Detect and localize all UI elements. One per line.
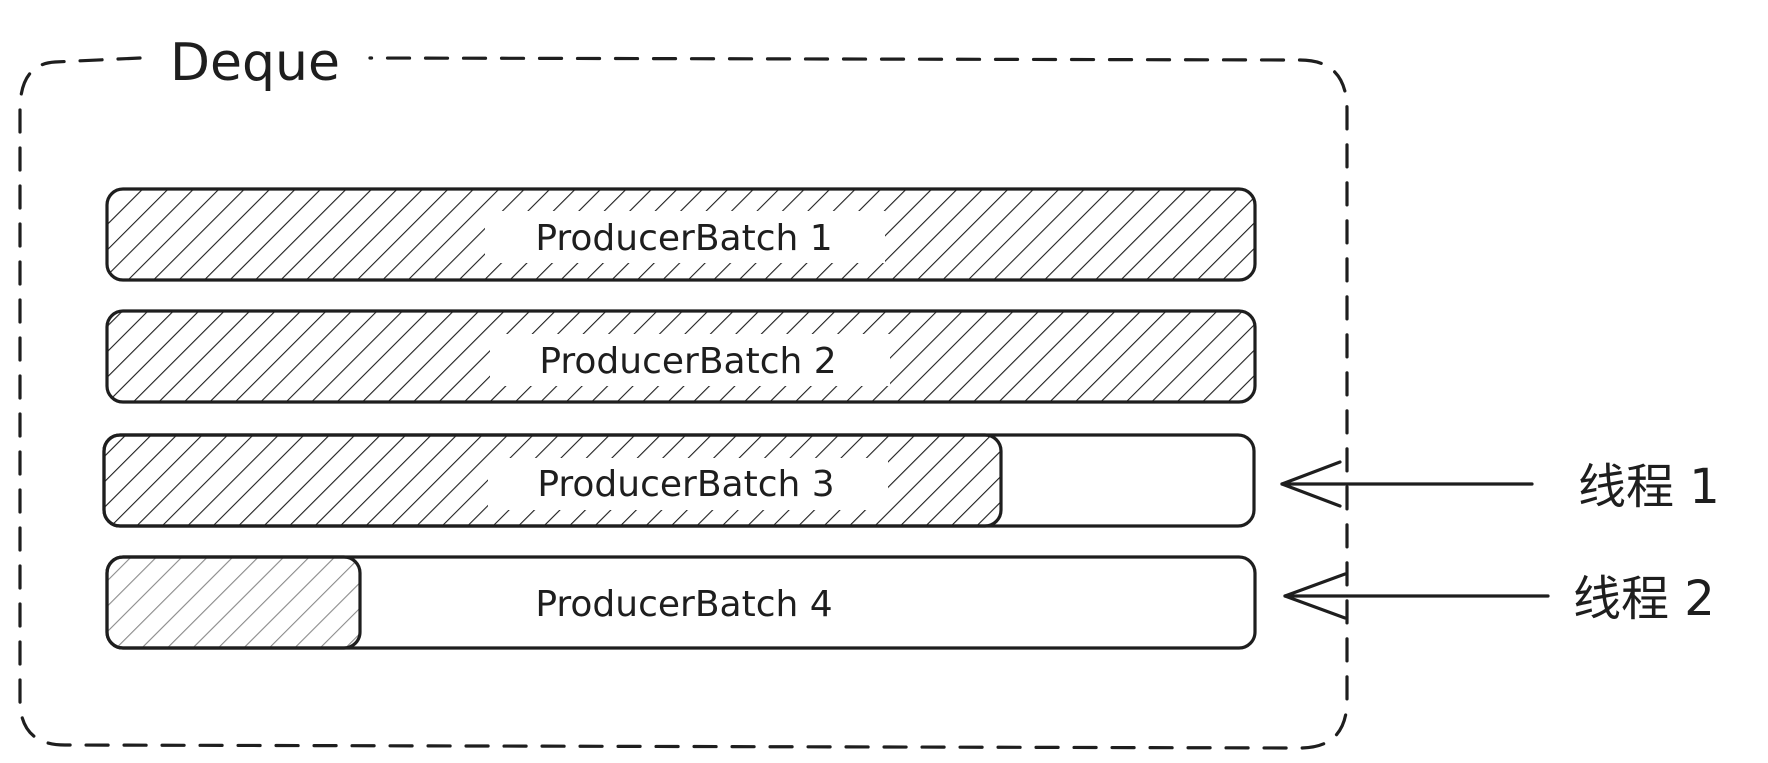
batch-4-fill — [107, 557, 360, 648]
producer-batch-1: ProducerBatch 1 — [105, 187, 1257, 282]
batch-1-label: ProducerBatch 1 — [535, 218, 832, 259]
batch-3-outline — [102, 433, 1256, 528]
thread-2-arrow — [1283, 572, 1550, 620]
deque-container — [18, 56, 1349, 750]
thread-2-label: 线程 2 — [1573, 571, 1715, 627]
producer-batch-3: ProducerBatch 3 — [102, 433, 1256, 528]
batch-4-outline — [105, 555, 1257, 650]
thread-1-arrow — [1280, 460, 1534, 508]
batch-1-label-bg — [485, 211, 885, 263]
batch-1-outline — [105, 187, 1257, 282]
batch-2-outline — [105, 309, 1257, 404]
producer-batch-4: ProducerBatch 4 — [105, 555, 1257, 650]
batch-2-label: ProducerBatch 2 — [539, 341, 836, 382]
producer-batch-2: ProducerBatch 2 — [105, 309, 1257, 404]
batch-4-label: ProducerBatch 4 — [535, 584, 832, 625]
thread-1-label: 线程 1 — [1578, 459, 1720, 515]
batch-3-label: ProducerBatch 3 — [537, 464, 834, 505]
batch-3-label-bg — [488, 458, 888, 510]
batch-2-label-bg — [490, 334, 890, 386]
deque-title: Deque — [170, 33, 340, 93]
